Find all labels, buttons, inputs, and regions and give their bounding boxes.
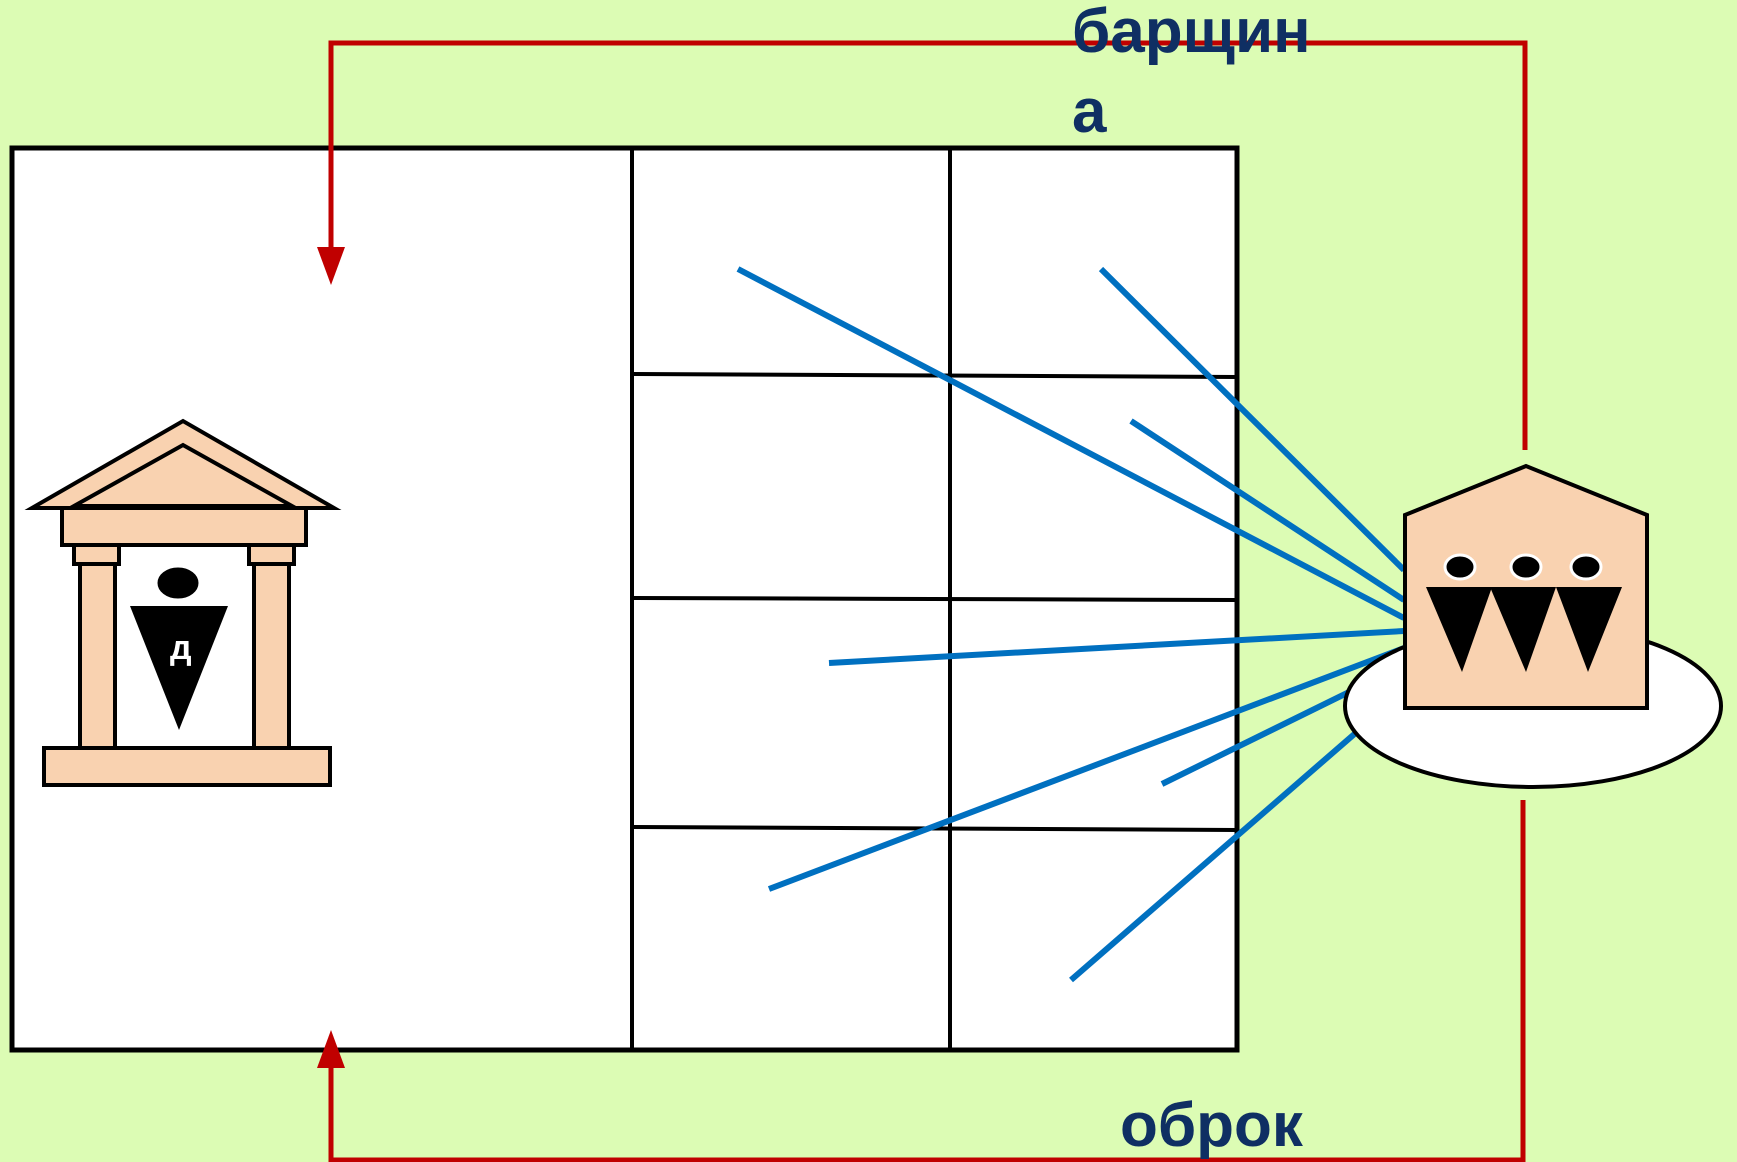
peasant-body <box>1556 587 1622 672</box>
landlord-figure <box>130 564 228 730</box>
peasant-figures <box>1426 553 1622 672</box>
arrow-head-down-icon <box>317 247 345 285</box>
barshchina-label-line1: барщин <box>1072 0 1311 66</box>
peasant-head <box>1569 553 1603 581</box>
barshchina-label-line2: а <box>1072 77 1107 146</box>
landlord-letter: д <box>170 629 192 667</box>
obrok-label: оброк <box>1120 1091 1303 1160</box>
obrok-arrow-line <box>328 800 1526 1162</box>
landlord-body <box>130 606 228 730</box>
arrow-head-up-icon <box>317 1030 345 1068</box>
strip-connection-line <box>1129 418 1406 603</box>
peasant-body <box>1426 587 1492 672</box>
temple-icon <box>24 418 342 787</box>
peasant-head <box>1509 553 1543 581</box>
temple-column-right <box>252 562 291 752</box>
strip-connection-line <box>1069 688 1406 983</box>
strip-connection-line <box>1098 266 1407 573</box>
barshchina-arrow <box>317 40 1528 450</box>
peasant-body <box>1490 587 1556 672</box>
grid-line <box>631 596 1238 602</box>
strip-connection-line <box>767 645 1406 892</box>
temple-capital-left <box>72 543 121 566</box>
village-to-strips-lines <box>736 266 1407 983</box>
temple-capital-right <box>247 543 296 566</box>
peasant-head <box>1443 553 1477 581</box>
strip-connection-line <box>828 628 1405 666</box>
landlord-head <box>154 564 202 602</box>
grid-line <box>631 372 1238 379</box>
temple-base <box>42 746 332 787</box>
temple-column-left <box>78 562 117 752</box>
village-house-icon <box>1403 463 1649 710</box>
obrok-arrow <box>317 800 1526 1162</box>
barshchina-arrow-line <box>328 40 1528 450</box>
strip-connection-line <box>736 266 1406 621</box>
temple-entablature <box>60 506 308 547</box>
